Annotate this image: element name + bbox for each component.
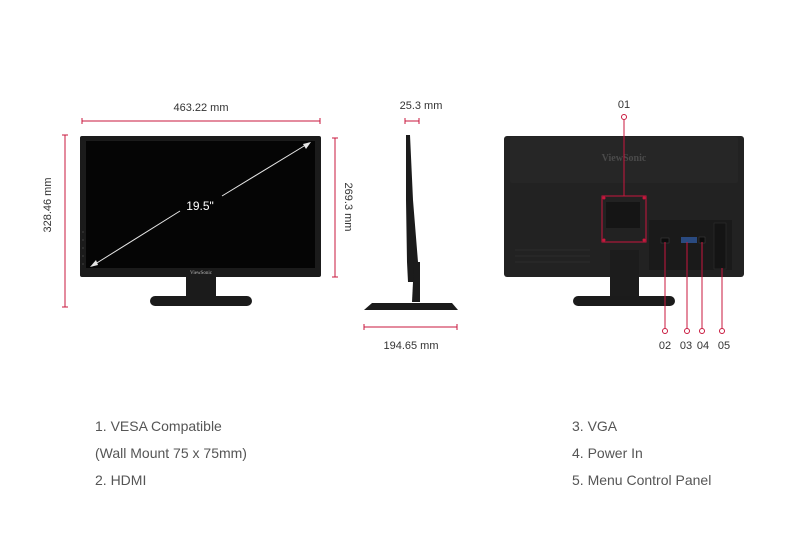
front-view: 463.22 mm 328.46 mm 269.3 mm ViewSonic [42, 102, 354, 308]
legend-right: 3. VGA 4. Power In 5. Menu Control Panel [572, 413, 711, 494]
callout-04-marker [699, 328, 705, 334]
callout-02-marker [662, 328, 668, 334]
legend-item-hdmi: 2. HDMI [95, 472, 147, 488]
front-bezel-buttons [82, 231, 84, 265]
front-brand-logo: ViewSonic [190, 271, 213, 276]
side-stand-neck [412, 262, 420, 302]
legend-left: 1. VESA Compatible (Wall Mount 75 x 75mm… [95, 413, 247, 494]
depth-label: 25.3 mm [400, 100, 443, 112]
height-label: 328.46 mm [42, 177, 54, 232]
callout-04-label: 04 [697, 340, 709, 352]
legend-item-vesa-detail: (Wall Mount 75 x 75mm) [95, 445, 247, 461]
vesa-mount-plate [606, 202, 640, 228]
diagonal-arrow-top [303, 142, 311, 149]
callout-03-label: 03 [680, 340, 692, 352]
rear-stand-base [573, 296, 675, 306]
front-stand-base [150, 296, 252, 306]
callout-03-marker [684, 328, 690, 334]
rear-view: ViewSonic 01 [504, 99, 744, 352]
diagonal-line-a [91, 210, 181, 267]
legend-item-vesa: 1. VESA Compatible [95, 418, 222, 434]
legend-item-power: 4. Power In [572, 445, 643, 461]
callout-05-label: 05 [718, 340, 730, 352]
screen-height-label: 269.3 mm [342, 183, 354, 232]
legend-item-vga: 3. VGA [572, 418, 618, 434]
width-label: 463.22 mm [173, 102, 228, 114]
callout-01-label: 01 [618, 99, 630, 111]
front-stand-neck [186, 277, 216, 297]
vga-port [681, 237, 697, 243]
callout-01-marker [621, 114, 627, 120]
side-stand-base [364, 303, 458, 310]
callout-05-marker [719, 328, 725, 334]
legend-item-menu-panel: 5. Menu Control Panel [572, 472, 712, 488]
callout-02-label: 02 [659, 340, 671, 352]
diagonal-label: 19.5" [186, 199, 214, 213]
rear-vents [515, 249, 590, 263]
rear-stand-neck [610, 250, 639, 298]
side-view: 25.3 mm 194.65 mm [363, 100, 458, 352]
side-monitor-panel [406, 135, 418, 282]
vesa-screw-holes [602, 196, 646, 242]
diagonal-line-b [221, 142, 310, 197]
base-depth-label: 194.65 mm [383, 340, 438, 352]
menu-control-panel [713, 222, 727, 270]
diagonal-arrow-bottom [90, 260, 98, 267]
